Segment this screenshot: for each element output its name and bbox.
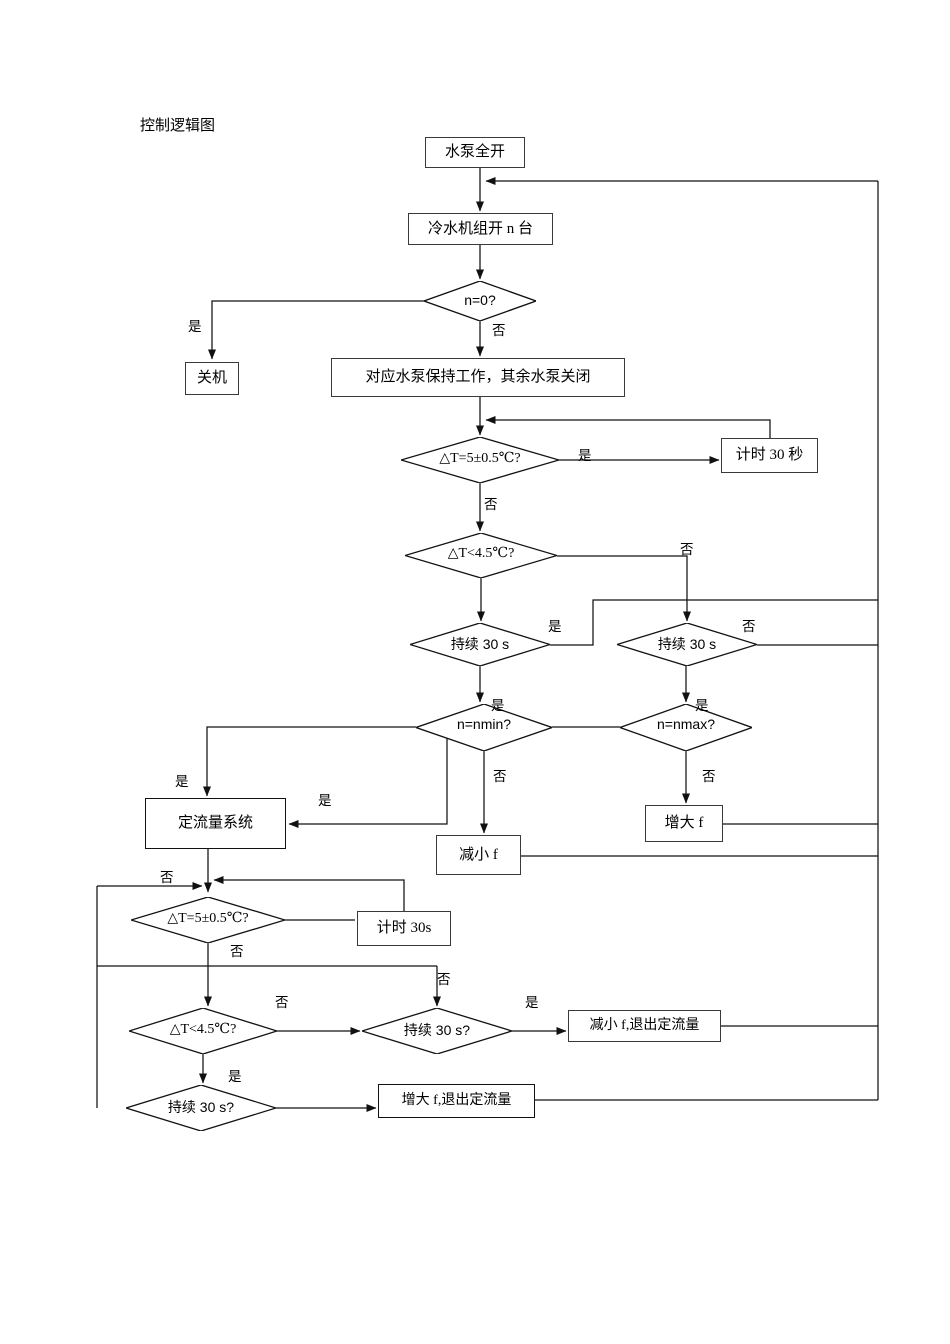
edge-label-yes-nmax: 是 [695, 698, 709, 713]
edge-label-no-dt5b: 否 [230, 944, 244, 959]
edge-label-yes-shutdown: 是 [188, 319, 202, 334]
diamond-hold-30s-q-bottom[interactable] [126, 1085, 276, 1131]
edge-label-no-n0: 否 [492, 323, 506, 338]
diamond-n-eq-nmax[interactable] [620, 704, 752, 751]
node-increase-f[interactable]: 增大 f [645, 805, 723, 842]
edge-label-no-dt45: 否 [680, 542, 694, 557]
diamond-dt-lt-45[interactable] [405, 533, 557, 578]
node-decrease-f[interactable]: 减小 f [436, 835, 521, 875]
label-n-eq-0: n=0? [464, 292, 496, 308]
diamond-dt-eq-5[interactable] [401, 437, 559, 483]
label-hold-30s-left: 持续 30 s [450, 636, 510, 652]
label-hold-30s-right: 持续 30 s [657, 636, 717, 652]
node-increase-f-exit[interactable]: 增大 f,退出定流量 [378, 1084, 535, 1118]
edge-label-no-nmax: 否 [702, 769, 716, 784]
edge-label-no-dt5: 否 [484, 497, 498, 512]
label-n-eq-nmin: n=nmin? [456, 716, 512, 732]
label-dt-eq-5: △T=5±0.5℃? [439, 451, 521, 466]
label-hold-30s-q-mid: 持续 30 s? [403, 1022, 471, 1038]
diamond-n-eq-nmin[interactable] [416, 704, 552, 751]
diagram-title: 控制逻辑图 [140, 118, 216, 134]
diamond-hold-30s-q-mid[interactable] [362, 1008, 512, 1054]
node-pumps-keep[interactable]: 对应水泵保持工作，其余水泵关闭 [331, 358, 625, 397]
edge-label-yes-nmin: 是 [491, 698, 505, 713]
diamond-dt-eq-5-b[interactable] [131, 897, 285, 943]
diamond-hold-30s-left[interactable] [410, 623, 550, 666]
diamond-hold-30s-right[interactable] [617, 623, 757, 666]
edge-label-yes-left-cf: 是 [175, 774, 189, 789]
node-pump-all-on[interactable]: 水泵全开 [425, 137, 525, 168]
edge-label-no-nmin: 否 [493, 769, 507, 784]
edge-label-no-dt45b: 否 [275, 995, 289, 1010]
diamond-n-eq-0[interactable] [424, 281, 536, 321]
edge-label-yes-mid-b: 是 [525, 995, 539, 1010]
node-decrease-f-exit[interactable]: 减小 f,退出定流量 [568, 1010, 721, 1042]
node-shutdown[interactable]: 关机 [185, 362, 239, 395]
node-chiller-n[interactable]: 冷水机组开 n 台 [408, 213, 553, 245]
node-timer-30s-bottom[interactable]: 计时 30s [357, 911, 451, 946]
edge-label-no-hold-right: 否 [742, 619, 756, 634]
edge-label-no-cf-loop: 否 [160, 870, 174, 885]
edge-label-yes-mid-cf: 是 [318, 793, 332, 808]
edge-label-yes-hold-left: 是 [548, 619, 562, 634]
edge-label-yes-hold-b: 是 [228, 1069, 242, 1084]
label-dt-lt-45-b: △T<4.5℃? [169, 1022, 237, 1037]
label-dt-eq-5-b: △T=5±0.5℃? [167, 911, 249, 926]
edge-label-yes-timer-top: 是 [578, 448, 592, 463]
node-const-flow-system[interactable]: 定流量系统 [145, 798, 286, 849]
edge-label-no-right-b: 否 [437, 972, 451, 987]
label-n-eq-nmax: n=nmax? [657, 716, 715, 732]
label-dt-lt-45: △T<4.5℃? [447, 546, 515, 561]
label-hold-30s-q-bottom: 持续 30 s? [167, 1099, 235, 1115]
diamond-dt-lt-45-b[interactable] [129, 1008, 277, 1054]
node-timer-30s-top[interactable]: 计时 30 秒 [721, 438, 818, 473]
